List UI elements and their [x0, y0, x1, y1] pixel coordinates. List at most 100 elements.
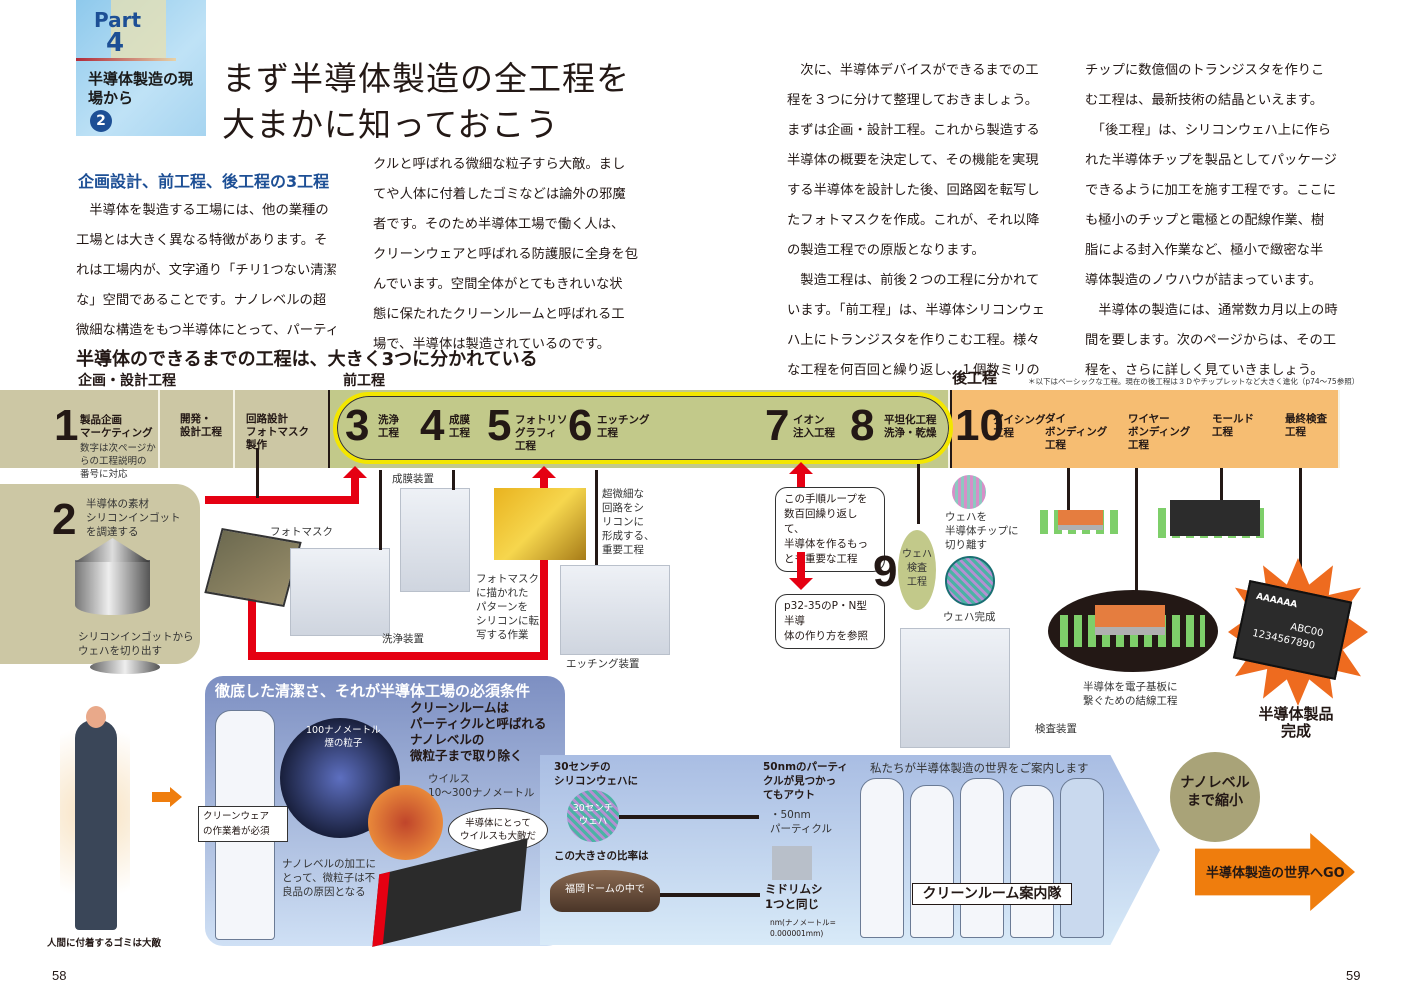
euglena-image — [772, 846, 812, 880]
connector-line — [1299, 468, 1302, 583]
part-label: Part — [94, 8, 142, 32]
wafer-icon: 30センチ ウェハ — [567, 790, 619, 842]
body-line: も極小のチップと電極との配線作業、樹 — [1085, 213, 1325, 228]
step-note: 数字は次ページか らの工程説明の 番号に対応 — [80, 443, 156, 480]
wafer-slices-icon — [90, 660, 160, 674]
step-4-number: 4 — [420, 401, 445, 450]
step-label: 成膜 工程 — [449, 414, 470, 439]
virus-image — [368, 785, 443, 860]
page-number-left: 58 — [52, 968, 67, 983]
body-line: の製造工程での原版となります。 — [787, 243, 985, 258]
connector-line — [379, 470, 382, 550]
step-9-ellipse — [898, 530, 936, 610]
orange-arrow-icon — [152, 787, 182, 807]
body-line: れた半導体チップを製品としてパッケージ — [1085, 153, 1337, 168]
smoke-label: 100ナノメートル 煙の粒子 — [306, 725, 381, 749]
photomask-image — [204, 527, 302, 608]
dome-image: 福岡ドームの中で — [550, 870, 660, 912]
ratio-label: この大きさの比率は — [554, 850, 649, 862]
arrow-head-icon — [789, 578, 813, 590]
flow-arrow-up — [351, 475, 359, 504]
body-line: 工場とは大きく異なる特徴があります。そ — [76, 233, 328, 248]
nanolevel-note: ナノレベルの加工に とって、微粒子は不 良品の原因となる — [282, 858, 376, 898]
particle-label: ・50nm パーティクル — [770, 809, 833, 835]
flow-line-bottom — [248, 652, 548, 660]
connector-line — [256, 448, 259, 498]
step-7-number: 7 — [765, 401, 790, 450]
connector-line — [917, 464, 920, 524]
step-label: 開発・ 設計工程 — [180, 413, 222, 438]
deposition-equipment-image — [400, 488, 470, 592]
process-loop — [333, 392, 953, 464]
step-label: ワイヤー ボンディング 工程 — [1128, 413, 1191, 451]
step-label: モールド 工程 — [1212, 413, 1254, 438]
wire-bond-note: 半導体を電子基板に 繋ぐための結線工程 — [1083, 681, 1178, 707]
particle-heading: 50nmのパーティ クルが見つかっ てもアウト — [763, 761, 848, 801]
speech-bubble: 半導体にとって ウイルスも大敵だ — [448, 808, 548, 852]
part-badge: Part 4 半導体製造の現場から 2 — [76, 0, 206, 136]
page-title: まず半導体製造の全工程を 大まかに知っておこう — [222, 56, 630, 148]
body-line: います。「前工程」は、半導体シリコンウェ — [787, 303, 1045, 318]
businessman-illustration — [75, 720, 117, 930]
body-line: 脂による封入作業など、極小で緻密な半 — [1085, 243, 1324, 258]
product-complete-label: 半導体製品 完成 — [1258, 705, 1334, 740]
body-line: な工程を何百回と繰り返し、１個数ミリの — [787, 363, 1040, 378]
body-column-2: クルと呼ばれる微細な粒子すら大敵。ましてや人体に付着したゴミなどは論外の邪魔者で… — [373, 150, 643, 360]
dicing-note: ウェハを 半導体チップに 切り離す — [945, 511, 1019, 551]
nm-definition: nm(ナノメートル= 0.000001mm) — [770, 918, 836, 938]
human-caption: 人間に付着するゴミは大敵 — [47, 938, 162, 949]
nanolevel-bubble-text: ナノレベル まで縮小 — [1180, 775, 1250, 809]
lithography-room-photo — [494, 488, 586, 560]
etching-note: 超微細な 回路をシ リコンに 形成する、 重要工程 — [602, 488, 655, 556]
connector-line — [1135, 468, 1138, 593]
go-arrow-label[interactable]: 半導体製造の世界へGO — [1206, 866, 1345, 881]
step-5-number: 5 — [487, 401, 512, 450]
body-line: まずは企画・設計工程。これから製造する — [787, 123, 1040, 138]
guide-4 — [1010, 785, 1054, 938]
body-line: クリーンウェアと呼ばれる防護服に全身を包 — [373, 247, 639, 262]
back-process-note: ＊以下はベーシックな工程。現在の後工程は３Ｄやチップレットなど大きく進化（p74… — [1028, 377, 1360, 386]
flow-arrow-step2 — [205, 496, 357, 504]
step-label: イオン 注入工程 — [793, 414, 835, 439]
cleanwear-label: クリーンウェア の作業着が必須 — [198, 806, 288, 842]
wafer-complete-icon — [945, 556, 995, 606]
step-8-number: 8 — [850, 401, 875, 450]
body-line: んでいます。空間全体がとてもきれいな状 — [373, 277, 623, 292]
arrow-line — [619, 815, 759, 819]
step-label: ダイシング 工程 — [993, 414, 1046, 439]
die-bond-chip-icon — [1058, 510, 1103, 530]
body-line: 導体製造のノウハウが詰まっています。 — [1085, 273, 1322, 288]
body-line: ハ上にトランジスタを作りこむ工程。様々 — [787, 333, 1040, 348]
body-column-3: 次に、半導体デバイスができるまでの工程を３つに分けて整理しておきましょう。まずは… — [787, 56, 1063, 386]
step-2-number: 2 — [52, 495, 77, 544]
cleaning-equipment-label: 洗浄装置 — [382, 633, 424, 645]
flow-arrow-pn — [797, 552, 805, 582]
body-line: する半導体を設計した後、回路図を転写し — [787, 183, 1040, 198]
section-number: 2 — [90, 110, 112, 132]
guide-5 — [1060, 778, 1104, 938]
businessman-head — [86, 706, 106, 728]
title-line-2: 大まかに知っておこう — [222, 105, 560, 144]
flow-line-photomask — [248, 590, 256, 660]
phase-label-front: 前工程 — [343, 373, 385, 389]
flow-line-litho — [540, 475, 548, 660]
chip-text-1: AAAAAA — [1255, 591, 1299, 611]
arrow-line — [660, 893, 760, 897]
silicon-ingot-icon — [75, 560, 150, 615]
lithography-note: フォトマスク に描かれた パターンを シリコンに転 写する作業 — [476, 573, 539, 641]
diced-wafer-icon — [952, 475, 986, 509]
flow-arrow-loop — [797, 470, 805, 500]
part-subtitle: 半導体製造の現場から — [88, 70, 194, 107]
title-line-1: まず半導体製造の全工程を — [222, 59, 630, 98]
body-line: てや人体に付着したゴミなどは論外の邪魔 — [373, 187, 626, 202]
body-line: 製造工程は、前後２つの工程に分かれて — [787, 273, 1040, 288]
inspection-equipment-label: 検査装置 — [1035, 723, 1077, 735]
guide-caption: 私たちが半導体製造の世界をご案内します — [870, 761, 1089, 775]
step-label: 回路設計 フォトマスク 製作 — [246, 413, 309, 451]
body-line: 半導体の製造には、通常数カ月以上の時 — [1085, 303, 1338, 318]
step-9-number: 9 — [873, 547, 898, 596]
body-line: れは工場内が、文字通り「チリ1つない清潔 — [76, 263, 337, 278]
guide-team-label: クリーンルーム案内隊 — [912, 883, 1072, 905]
connector-line — [1067, 468, 1070, 513]
part-number: 4 — [106, 28, 125, 58]
